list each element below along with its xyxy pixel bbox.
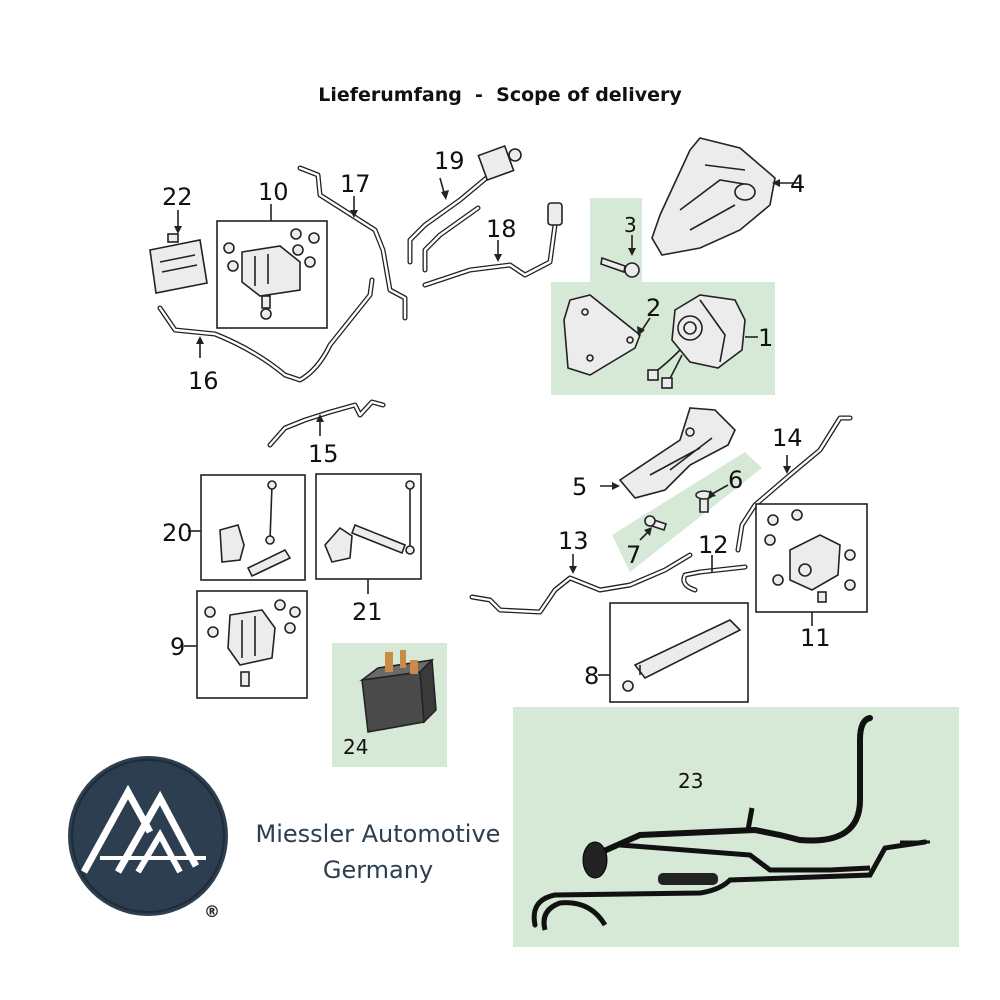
brand-name: Miessler Automotive xyxy=(255,820,501,848)
brand-country: Germany xyxy=(322,856,434,884)
logo-circle-icon xyxy=(68,756,228,916)
callout-12: 12 xyxy=(698,531,729,559)
callout-6: 6 xyxy=(728,466,743,494)
callout-14: 14 xyxy=(772,424,803,452)
part-2-bracket xyxy=(563,294,651,376)
callout-24: 24 xyxy=(343,735,368,759)
part-9-valve-block xyxy=(184,590,308,699)
callout-23: 23 xyxy=(678,769,703,793)
part-4-compressor-cover xyxy=(651,137,800,256)
callout-16: 16 xyxy=(188,367,219,395)
callout-20: 20 xyxy=(162,519,193,547)
part-18-pipe xyxy=(422,202,563,288)
part-10-valve-block xyxy=(216,204,328,329)
callout-15: 15 xyxy=(308,440,339,468)
part-7-screw xyxy=(639,515,668,541)
part-3-bolt xyxy=(600,235,640,278)
part-12-pipe xyxy=(681,555,748,593)
part-23-hose xyxy=(531,715,930,931)
callout-19: 19 xyxy=(434,147,465,175)
part-11-valve-block xyxy=(755,503,868,626)
part-17-pipe xyxy=(297,165,408,321)
callout-3: 3 xyxy=(624,213,637,237)
callout-17: 17 xyxy=(340,170,371,198)
part-6-screw xyxy=(695,484,729,513)
callout-9: 9 xyxy=(170,633,185,661)
callout-11: 11 xyxy=(800,624,831,652)
part-14-pipe xyxy=(735,415,853,553)
part-15-pipe xyxy=(267,399,386,448)
part-21-height-sensor xyxy=(315,473,422,594)
part-8-air-filter xyxy=(598,602,749,703)
part-13-pipe xyxy=(469,552,693,615)
callout-21: 21 xyxy=(352,598,383,626)
callout-8: 8 xyxy=(584,662,599,690)
part-19-pipe xyxy=(407,144,522,273)
part-16-pipe xyxy=(157,277,375,383)
page-title: Lieferumfang - Scope of delivery xyxy=(318,84,682,106)
highlight-part-6-7 xyxy=(612,452,762,572)
callout-18: 18 xyxy=(486,215,517,243)
part-22-module xyxy=(149,210,208,294)
callout-10: 10 xyxy=(258,178,289,206)
callout-5: 5 xyxy=(572,473,587,501)
miessler-logo xyxy=(68,756,228,916)
part-20-height-sensor xyxy=(188,474,306,581)
callout-22: 22 xyxy=(162,183,193,211)
registered-mark: ® xyxy=(204,902,220,921)
callout-1: 1 xyxy=(758,324,773,352)
part-5-skid-plate xyxy=(600,407,736,499)
callout-7: 7 xyxy=(626,541,641,569)
highlight-part-23 xyxy=(513,707,959,947)
callout-4: 4 xyxy=(790,170,805,198)
part-24-relay xyxy=(359,650,437,733)
part-1-compressor xyxy=(647,294,758,389)
callout-2: 2 xyxy=(646,294,661,322)
callout-13: 13 xyxy=(558,527,589,555)
